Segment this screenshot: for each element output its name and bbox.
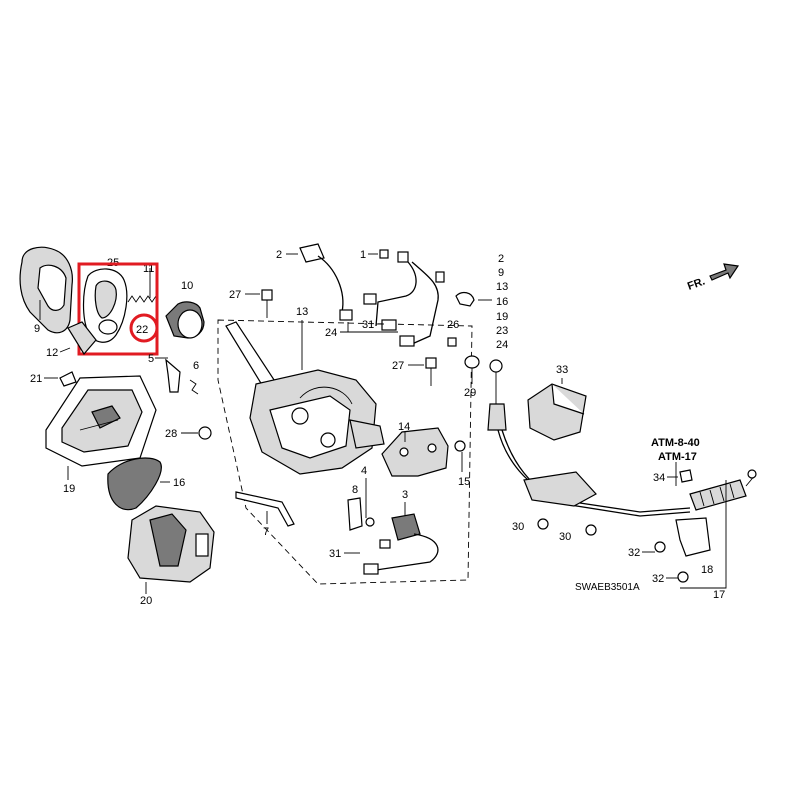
callout-26: 26	[447, 319, 459, 331]
bolt-27-upper[interactable]	[261, 289, 273, 318]
grommet-29-part[interactable]	[464, 355, 480, 384]
callout-19-left: 19	[63, 483, 75, 495]
ref-atm-17: ATM-17	[658, 451, 697, 463]
boot-cap-part[interactable]	[165, 301, 205, 339]
callout-11: 11	[143, 263, 154, 275]
wire-harness-1[interactable]	[363, 249, 445, 347]
list-24: 24	[496, 339, 508, 351]
callout-2-upper: 2	[276, 249, 282, 261]
ref-atm-8-40: ATM-8-40	[651, 437, 700, 449]
bolt-32-lower[interactable]	[677, 571, 689, 583]
callout-27-upper: 27	[229, 289, 241, 301]
bracket-18-part[interactable]	[675, 517, 711, 557]
drawing-code: SWAEB3501A	[575, 582, 640, 593]
nut-28-part[interactable]	[198, 426, 212, 440]
nut-30-right[interactable]	[585, 524, 597, 536]
rod-7-part[interactable]	[235, 491, 295, 527]
callout-24-left: 24	[325, 327, 337, 339]
callout-7: 7	[263, 526, 269, 538]
nut-30-left[interactable]	[537, 518, 549, 530]
housing-20-part[interactable]	[127, 505, 215, 583]
clip-21-part[interactable]	[59, 371, 77, 387]
callout-30-right: 30	[559, 531, 571, 543]
indicator-panel-part[interactable]	[45, 375, 157, 467]
callout-31-lower: 31	[329, 548, 341, 560]
bolt-15-part[interactable]	[454, 440, 466, 452]
solenoid-3-part[interactable]	[363, 513, 439, 575]
shift-knob-part[interactable]	[19, 246, 73, 334]
callout-1: 1	[360, 249, 366, 261]
callout-4: 4	[361, 465, 367, 477]
callout-30-left: 30	[512, 521, 524, 533]
list-13: 13	[496, 281, 508, 293]
callout-27-middle: 27	[392, 360, 404, 372]
connector-2-part[interactable]	[299, 243, 353, 321]
bolt-32-upper[interactable]	[654, 541, 666, 553]
callout-8: 8	[352, 484, 358, 496]
cover-16-part[interactable]	[107, 457, 162, 511]
list-9: 9	[498, 267, 504, 279]
bolt-26-part[interactable]	[447, 337, 457, 347]
callout-15: 15	[458, 476, 470, 488]
assembly-boundary	[217, 319, 473, 585]
bracket-14-part[interactable]	[381, 427, 449, 477]
clip-4-part[interactable]	[365, 517, 375, 527]
callout-28: 28	[165, 428, 177, 440]
nut-34-part[interactable]	[679, 469, 693, 483]
clip-16-right-part[interactable]	[455, 291, 475, 307]
list-23: 23	[496, 325, 508, 337]
callout-13: 13	[296, 306, 308, 318]
callout-17: 17	[713, 589, 725, 601]
callout-5: 5	[148, 353, 154, 365]
highlight-box	[77, 262, 159, 356]
callout-22: 22	[136, 324, 148, 336]
callout-10: 10	[181, 280, 193, 292]
callout-9-left: 9	[34, 323, 40, 335]
list-19: 19	[496, 311, 508, 323]
callout-3: 3	[402, 489, 408, 501]
callout-33: 33	[556, 364, 568, 376]
cable-end-part[interactable]	[689, 469, 757, 511]
callout-14: 14	[398, 421, 410, 433]
trim-clip-part[interactable]	[67, 321, 97, 356]
callout-18: 18	[701, 564, 713, 576]
front-label: FR.	[686, 275, 707, 292]
callout-34: 34	[653, 472, 665, 484]
shift-lever-assembly[interactable]	[225, 321, 385, 475]
knob-button-group[interactable]	[82, 268, 157, 343]
shift-cable-part[interactable]	[487, 359, 691, 517]
leader-17	[680, 480, 727, 589]
callout-21: 21	[30, 373, 42, 385]
list-2: 2	[498, 253, 504, 265]
bolt-27-middle[interactable]	[425, 357, 437, 386]
callout-20: 20	[140, 595, 152, 607]
callout-16-right: 16	[496, 296, 508, 308]
front-arrow-icon	[709, 263, 740, 281]
highlight-circle-22	[129, 313, 159, 343]
bracket-8-part[interactable]	[347, 497, 363, 531]
lever-part[interactable]	[165, 358, 199, 395]
damper-33-part[interactable]	[527, 383, 587, 441]
callout-6: 6	[193, 360, 199, 372]
callout-29: 29	[464, 387, 476, 399]
callout-32-lower: 32	[652, 573, 664, 585]
callout-16-left: 16	[173, 477, 185, 489]
callout-31-upper: 31	[362, 319, 374, 331]
callout-12: 12	[46, 347, 58, 359]
callout-32-upper: 32	[628, 547, 640, 559]
